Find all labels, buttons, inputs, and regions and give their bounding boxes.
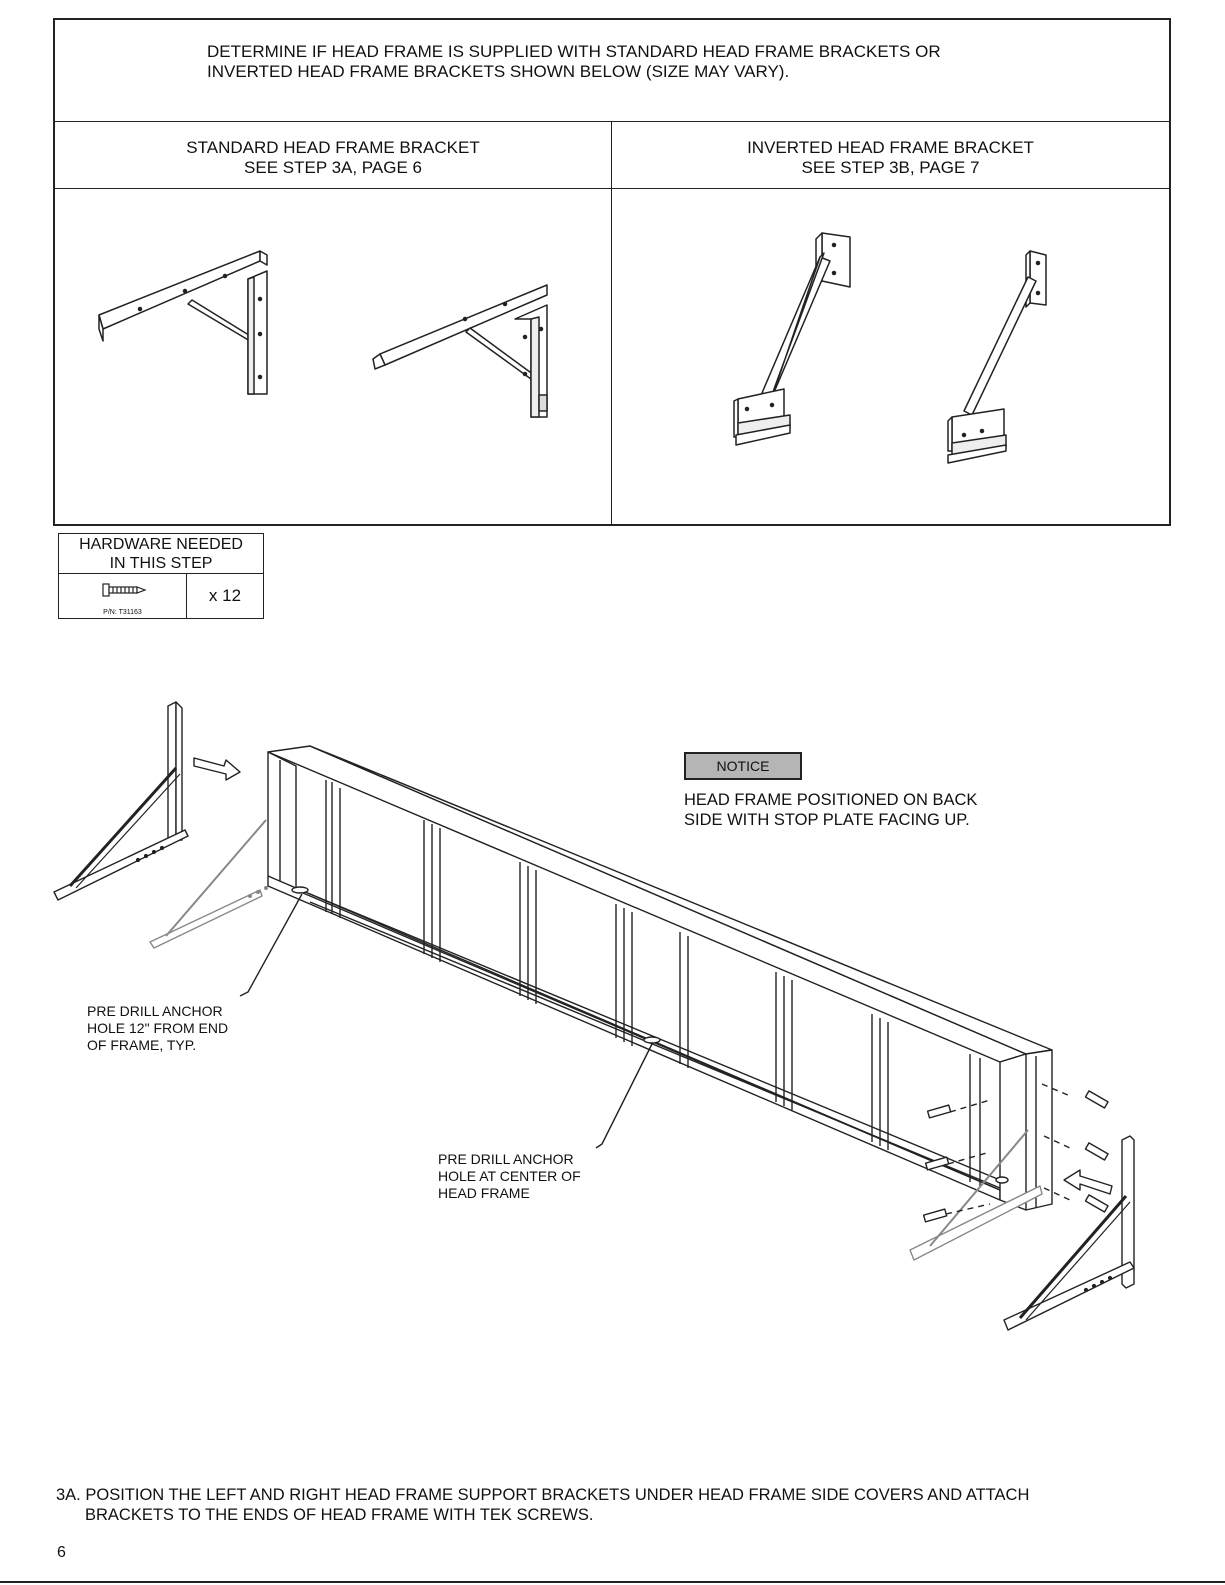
notice-line-1: HEAD FRAME POSITIONED ON BACK <box>684 791 978 809</box>
inverted-bracket-icon <box>947 250 1047 464</box>
arrow-left-icon <box>1063 1169 1113 1195</box>
left-bracket-ghost <box>149 819 268 949</box>
hardware-needed-box: HARDWARE NEEDED IN THIS STEP P/N: T31163… <box>58 533 264 619</box>
hardware-part-cell: P/N: T31163 <box>59 574 187 618</box>
leader-line-center-hole <box>595 1043 653 1149</box>
footer-rule <box>0 1581 1225 1583</box>
leader-line-end-hole <box>239 893 303 997</box>
standard-bracket-icon <box>98 250 268 395</box>
hardware-title: HARDWARE NEEDED IN THIS STEP <box>59 534 263 574</box>
left-support-bracket-icon <box>53 701 189 901</box>
hardware-part-number: P/N: T31163 <box>103 609 142 616</box>
inverted-bracket-icon <box>733 232 851 446</box>
head-frame-assembly-diagram <box>53 701 1135 1331</box>
callout-line: HOLE 12" FROM END <box>87 1020 229 1036</box>
standard-bracket-ref: SEE STEP 3A, PAGE 6 <box>244 158 422 177</box>
inverted-bracket-ref: SEE STEP 3B, PAGE 7 <box>801 158 980 177</box>
inverted-bracket-column: INVERTED HEAD FRAME BRACKET SEE STEP 3B,… <box>612 122 1169 526</box>
inverted-bracket-illustration <box>733 232 1047 464</box>
right-support-bracket-icon <box>1003 1135 1135 1331</box>
inverted-bracket-title: INVERTED HEAD FRAME BRACKET <box>747 138 1034 157</box>
tek-screw-icon <box>922 1083 1109 1223</box>
page-number: 6 <box>57 1544 66 1561</box>
hardware-title-line-2: IN THIS STEP <box>109 555 213 572</box>
standard-bracket-illustration <box>98 250 548 418</box>
intro-line-1: DETERMINE IF HEAD FRAME IS SUPPLIED WITH… <box>207 42 941 61</box>
instruction-line-1: 3A. POSITION THE LEFT AND RIGHT HEAD FRA… <box>56 1486 1030 1504</box>
notice-badge: NOTICE <box>684 752 802 780</box>
standard-bracket-header: STANDARD HEAD FRAME BRACKET SEE STEP 3A,… <box>55 122 611 189</box>
head-frame <box>267 745 1053 1211</box>
callout-line: PRE DRILL ANCHOR <box>87 1003 223 1019</box>
center-hole-callout: PRE DRILL ANCHOR HOLE AT CENTER OF HEAD … <box>438 1151 581 1202</box>
standard-bracket-icon <box>372 284 548 418</box>
instruction-line-2: BRACKETS TO THE ENDS OF HEAD FRAME WITH … <box>85 1506 594 1524</box>
right-bracket-ghost <box>909 1129 1043 1261</box>
notice-text: HEAD FRAME POSITIONED ON BACK SIDE WITH … <box>684 790 977 830</box>
inverted-bracket-header: INVERTED HEAD FRAME BRACKET SEE STEP 3B,… <box>612 122 1169 189</box>
intro-text: DETERMINE IF HEAD FRAME IS SUPPLIED WITH… <box>207 42 941 82</box>
callout-line: HOLE AT CENTER OF <box>438 1168 581 1184</box>
end-hole-callout: PRE DRILL ANCHOR HOLE 12" FROM END OF FR… <box>87 1003 228 1054</box>
intro-row: DETERMINE IF HEAD FRAME IS SUPPLIED WITH… <box>55 20 1169 122</box>
notice-line-2: SIDE WITH STOP PLATE FACING UP. <box>684 811 970 829</box>
intro-line-2: INVERTED HEAD FRAME BRACKETS SHOWN BELOW… <box>207 62 790 81</box>
callout-line: PRE DRILL ANCHOR <box>438 1151 574 1167</box>
callout-line: OF FRAME, TYP. <box>87 1037 197 1053</box>
hardware-quantity: x 12 <box>208 586 242 605</box>
standard-bracket-column: STANDARD HEAD FRAME BRACKET SEE STEP 3A,… <box>55 122 612 526</box>
callout-line: HEAD FRAME <box>438 1185 530 1201</box>
hardware-title-line-1: HARDWARE NEEDED <box>79 536 243 553</box>
arrow-right-icon <box>193 757 241 781</box>
standard-bracket-title: STANDARD HEAD FRAME BRACKET <box>186 138 480 157</box>
tek-screw-icon <box>102 583 147 597</box>
step-instruction: 3A. POSITION THE LEFT AND RIGHT HEAD FRA… <box>56 1485 1029 1525</box>
bracket-type-table: DETERMINE IF HEAD FRAME IS SUPPLIED WITH… <box>53 18 1171 526</box>
